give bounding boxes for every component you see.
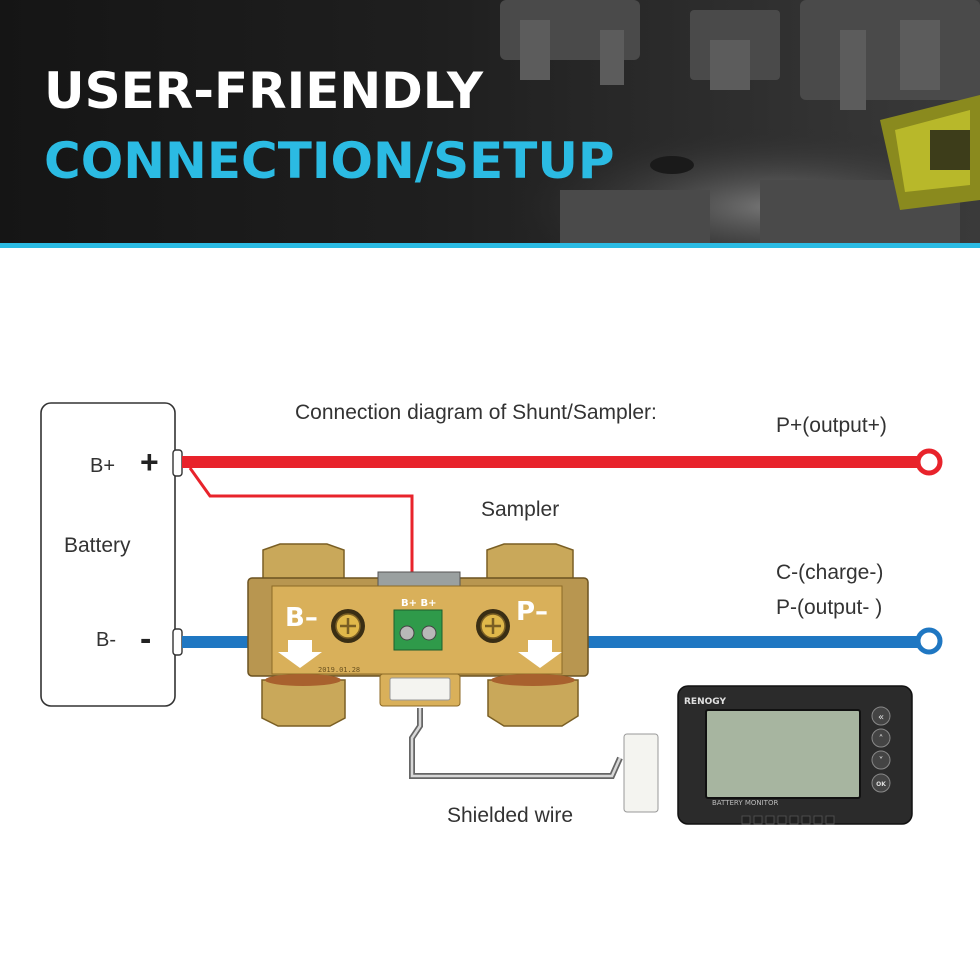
wiring-diagram: B– P– 2019.01.28 B+ B+ RENOGY BATTERY MO… — [40, 402, 943, 825]
monitor-caption: BATTERY MONITOR — [712, 799, 778, 807]
sampler-label: Sampler — [481, 498, 560, 521]
monitor-up-button-label: ˄ — [879, 733, 884, 745]
monitor-back-button[interactable] — [871, 706, 891, 726]
board-code: 2019.01.28 — [318, 666, 360, 674]
positive-wire — [182, 456, 922, 468]
headline-line-2: CONNECTION/SETUP — [44, 132, 615, 190]
battery-positive-terminal — [172, 449, 183, 477]
monitor-up-button[interactable] — [871, 728, 891, 748]
battery-negative-terminal — [172, 628, 183, 656]
monitor-connector — [623, 733, 659, 813]
monitor-down-button[interactable] — [871, 750, 891, 770]
negative-output-terminal — [915, 627, 943, 655]
battery-positive-label: B+ — [90, 455, 116, 477]
battery-box — [40, 402, 176, 707]
positive-output-label: P+(output+) — [776, 414, 887, 437]
monitor-back-button-label: « — [878, 712, 884, 723]
monitor-buttons: « ˄ ˅ OK — [871, 706, 891, 793]
shielded-wire-label: Shielded wire — [447, 804, 574, 827]
negative-wire-load-side — [570, 636, 922, 648]
monitor-ok-button-label: OK — [876, 781, 886, 788]
terminal-labels: B+ B+ — [401, 598, 436, 609]
headline-line-1: USER-FRIENDLY — [44, 62, 484, 120]
monitor-brand: RENOGY — [684, 697, 726, 707]
monitor-down-button-label: ˅ — [879, 755, 884, 767]
battery-negative-label: B- — [96, 629, 116, 651]
positive-output-terminal — [915, 448, 943, 476]
output-negative-label: P-(output- ) — [776, 596, 883, 619]
monitor-lcd-screen — [705, 709, 861, 799]
monitor-ok-button[interactable] — [871, 773, 891, 793]
charge-negative-label: C-(charge-) — [776, 561, 884, 584]
diagram-caption: Connection diagram of Shunt/Sampler: — [295, 401, 657, 424]
shunt-sampler: B– P– 2019.01.28 B+ B+ — [247, 543, 589, 727]
battery-monitor: RENOGY BATTERY MONITOR « ˄ ˅ OK — [677, 685, 913, 825]
sense-wire — [188, 467, 414, 583]
plus-sign: + — [140, 444, 159, 480]
header-banner: USER-FRIENDLY CONNECTION/SETUP — [0, 0, 980, 243]
accent-divider — [0, 243, 980, 248]
sampler-right-mark: P– — [516, 597, 548, 627]
minus-sign: - — [140, 620, 152, 658]
factory-background-image — [0, 0, 980, 243]
sampler-left-mark: B– — [285, 603, 318, 633]
battery-label: Battery — [64, 534, 131, 557]
